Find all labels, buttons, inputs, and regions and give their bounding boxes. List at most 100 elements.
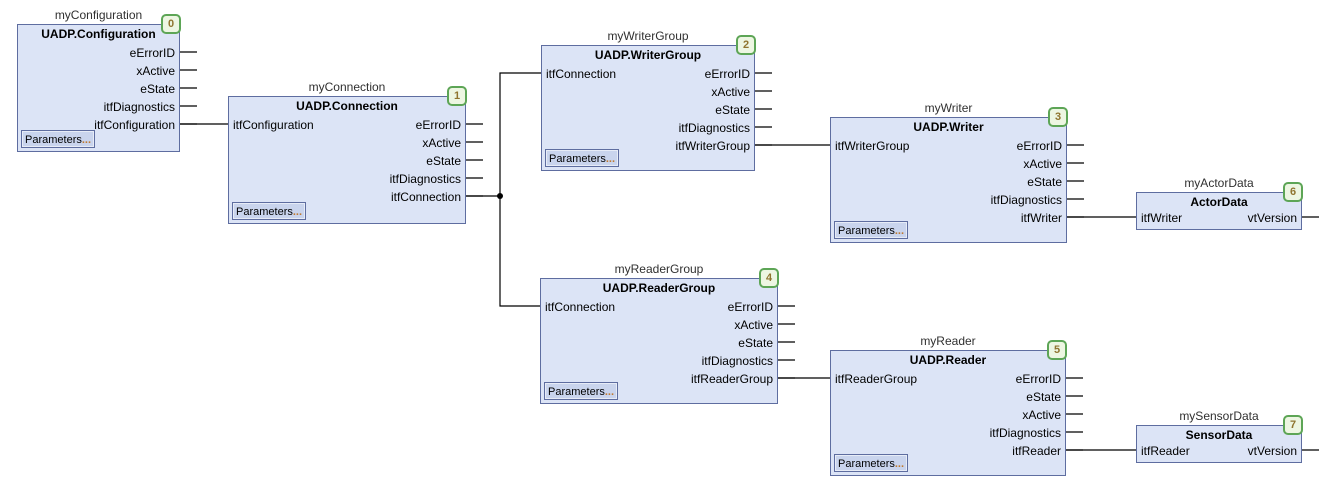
output-pin-eState[interactable]: eState xyxy=(1026,390,1061,404)
output-pin-itfWriter[interactable]: itfWriter xyxy=(1020,211,1062,225)
parameters-button[interactable]: Parameters... xyxy=(545,149,619,167)
pin-row: itfDiagnostics xyxy=(546,119,750,137)
output-pin-vtVersion[interactable]: vtVersion xyxy=(1247,211,1297,225)
output-pin-eErrorID[interactable]: eErrorID xyxy=(704,67,750,81)
output-pin-itfWriterGroup[interactable]: itfWriterGroup xyxy=(675,139,750,153)
pin-row: itfConnection xyxy=(233,188,461,206)
wire-junction-1-to-myReaderGroup.itfConnection[interactable] xyxy=(499,196,540,307)
parameters-button[interactable]: Parameters... xyxy=(232,202,306,220)
block-type-title: UADP.WriterGroup xyxy=(594,48,702,62)
output-pin-itfDiagnostics[interactable]: itfDiagnostics xyxy=(701,354,773,368)
execution-order-badge: 2 xyxy=(736,35,756,55)
output-pin-itfDiagnostics[interactable]: itfDiagnostics xyxy=(389,172,461,186)
output-pin-xActive[interactable]: xActive xyxy=(422,136,461,150)
execution-order-badge: 6 xyxy=(1283,182,1303,202)
parameters-button-ellipsis: ... xyxy=(894,224,905,237)
pin-row: eState xyxy=(546,101,750,119)
input-pin-itfConfiguration[interactable]: itfConfiguration xyxy=(233,118,314,132)
block-type-title: UADP.Reader xyxy=(909,353,987,367)
output-pin-eErrorID[interactable]: eErrorID xyxy=(1015,372,1061,386)
output-pin-eState[interactable]: eState xyxy=(715,103,750,117)
pin-row: itfWriterGroup xyxy=(546,137,750,155)
output-pin-eState[interactable]: eState xyxy=(426,154,461,168)
block-type-title: UADP.Configuration xyxy=(41,27,156,41)
parameters-button[interactable]: Parameters... xyxy=(834,454,908,472)
execution-order-badge: 7 xyxy=(1283,415,1303,435)
input-pin-itfConnection[interactable]: itfConnection xyxy=(546,67,617,81)
parameters-button[interactable]: Parameters... xyxy=(544,382,618,400)
execution-order-badge: 0 xyxy=(161,14,181,34)
input-pin-itfReader[interactable]: itfReader xyxy=(1141,444,1190,458)
pin-row: xActive xyxy=(835,406,1061,424)
output-pin-xActive[interactable]: xActive xyxy=(136,64,175,78)
output-pin-eState[interactable]: eState xyxy=(140,82,175,96)
pin-row: eState xyxy=(22,80,175,98)
output-pin-itfDiagnostics[interactable]: itfDiagnostics xyxy=(678,121,750,135)
parameters-button[interactable]: Parameters... xyxy=(834,221,908,239)
output-pin-itfConnection[interactable]: itfConnection xyxy=(390,190,461,204)
output-pin-xActive[interactable]: xActive xyxy=(711,85,750,99)
execution-order-badge: 4 xyxy=(759,268,779,288)
output-pin-itfReaderGroup[interactable]: itfReaderGroup xyxy=(690,372,773,386)
instance-label: myActorData xyxy=(1184,176,1254,190)
pin-row: itfDiagnostics xyxy=(233,170,461,188)
parameters-button-ellipsis: ... xyxy=(292,205,303,218)
output-pin-eErrorID[interactable]: eErrorID xyxy=(727,300,773,314)
instance-label: myConnection xyxy=(308,80,386,94)
output-pin-itfDiagnostics[interactable]: itfDiagnostics xyxy=(989,426,1061,440)
block-type-title: SensorData xyxy=(1185,428,1253,442)
output-pin-eErrorID[interactable]: eErrorID xyxy=(1016,139,1062,153)
pin-row: xActive xyxy=(546,83,750,101)
output-pin-eState[interactable]: eState xyxy=(738,336,773,350)
input-pin-itfWriter[interactable]: itfWriter xyxy=(1141,211,1183,225)
parameters-button-label: Parameters xyxy=(236,205,293,218)
parameters-button-ellipsis: ... xyxy=(894,457,905,470)
output-pin-eErrorID[interactable]: eErrorID xyxy=(415,118,461,132)
parameters-button[interactable]: Parameters... xyxy=(21,130,95,148)
wire-junction-1-to-myWriterGroup.itfConnection[interactable] xyxy=(499,72,541,196)
pin-row: itfWriterGroup eErrorID xyxy=(835,137,1062,155)
input-pin-itfReaderGroup[interactable]: itfReaderGroup xyxy=(835,372,918,386)
pin-row: itfConfiguration xyxy=(22,116,175,134)
output-pin-eState[interactable]: eState xyxy=(1027,175,1062,189)
pin-row: itfWriter xyxy=(835,209,1062,227)
instance-label: myReaderGroup xyxy=(614,262,704,276)
output-pin-itfReader[interactable]: itfReader xyxy=(1012,444,1061,458)
pin-row: eState xyxy=(835,388,1061,406)
input-pin-itfConnection[interactable]: itfConnection xyxy=(545,300,616,314)
parameters-button-label: Parameters xyxy=(838,457,895,470)
pin-row: eState xyxy=(835,173,1062,191)
parameters-button-label: Parameters xyxy=(548,385,605,398)
pin-row: eErrorID xyxy=(22,44,175,62)
output-pin-xActive[interactable]: xActive xyxy=(1023,157,1062,171)
instance-label: myWriterGroup xyxy=(607,29,689,43)
pin-row: xActive xyxy=(22,62,175,80)
output-pin-itfDiagnostics[interactable]: itfDiagnostics xyxy=(990,193,1062,207)
pin-row: itfConfiguration eErrorID xyxy=(233,116,461,134)
instance-label: myConfiguration xyxy=(54,8,143,22)
pin-row: itfWriter vtVersion xyxy=(1141,209,1297,227)
output-pin-eErrorID[interactable]: eErrorID xyxy=(129,46,175,60)
output-pin-xActive[interactable]: xActive xyxy=(1022,408,1061,422)
output-pin-itfDiagnostics[interactable]: itfDiagnostics xyxy=(103,100,175,114)
block-type-title: UADP.Connection xyxy=(296,99,398,113)
pin-row: xActive xyxy=(835,155,1062,173)
input-pin-itfWriterGroup[interactable]: itfWriterGroup xyxy=(835,139,910,153)
pin-row: itfReader vtVersion xyxy=(1141,442,1297,460)
output-pin-vtVersion[interactable]: vtVersion xyxy=(1247,444,1297,458)
pin-row: xActive xyxy=(545,316,773,334)
pin-row: itfConnection eErrorID xyxy=(545,298,773,316)
output-pin-xActive[interactable]: xActive xyxy=(734,318,773,332)
block-type-title: ActorData xyxy=(1190,195,1248,209)
output-pin-itfConfiguration[interactable]: itfConfiguration xyxy=(94,118,175,132)
